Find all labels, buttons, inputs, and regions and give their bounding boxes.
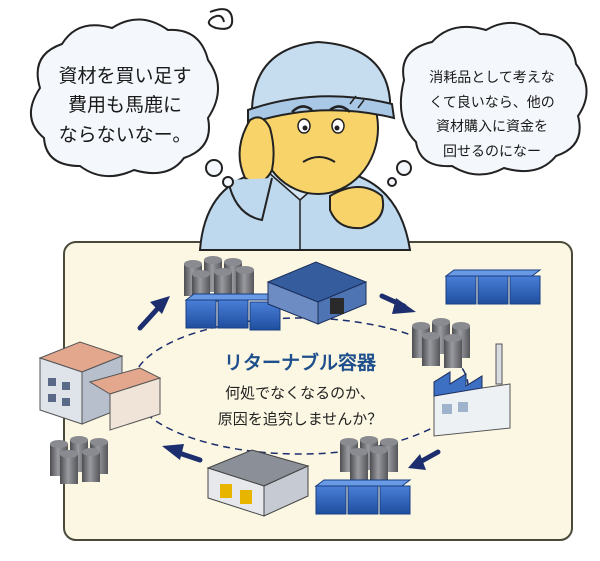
thought-bubble-right	[399, 22, 588, 176]
warehouse-top	[266, 261, 368, 325]
bubble-right-text: 消耗品として考えな くて良いなら、他の 資材購入に資金を 回せるのになー	[408, 66, 576, 164]
arrow-upper-left	[137, 303, 163, 331]
bubble-right-line: くて良いなら、他の	[429, 94, 555, 111]
drum-cluster-left	[50, 436, 108, 484]
warehouse-bottom	[206, 449, 310, 517]
bubble-left-line: 資材を買い足す	[58, 65, 192, 87]
worried-worker	[198, 8, 412, 251]
factory-right	[433, 343, 511, 437]
bubble-right-line: 回せるのになー	[443, 143, 541, 160]
flow-arrows	[137, 293, 441, 470]
cycle-title: リターナブル容器	[223, 352, 376, 374]
bubble-left-line: 費用も馬鹿に	[67, 94, 182, 117]
arrow-lower-right	[417, 449, 441, 465]
dizzy-mark-icon	[207, 8, 234, 30]
drum-cluster-right	[412, 318, 470, 368]
cycle-caption-line-1: 何処でなくなるのか、	[225, 384, 375, 402]
crate-stack-bottom	[314, 479, 412, 515]
bubble-right-line: 消耗品として考えな	[429, 70, 555, 86]
bubble-right-line: 資材購入に資金を	[436, 119, 548, 135]
bubble-left-text: 資材を買い足す 費用も馬鹿に ならないなー。	[50, 62, 200, 150]
cycle-caption-line-2: 原因を追究しませんか？	[217, 410, 383, 428]
crate-stack-top	[184, 293, 282, 331]
crate-stack-right	[444, 269, 542, 305]
thought-bubble-left	[30, 18, 219, 177]
bubble-left-line: ならないなー。	[58, 123, 192, 146]
drum-cluster-bottom-right	[340, 436, 398, 482]
office-building-left	[38, 341, 162, 431]
